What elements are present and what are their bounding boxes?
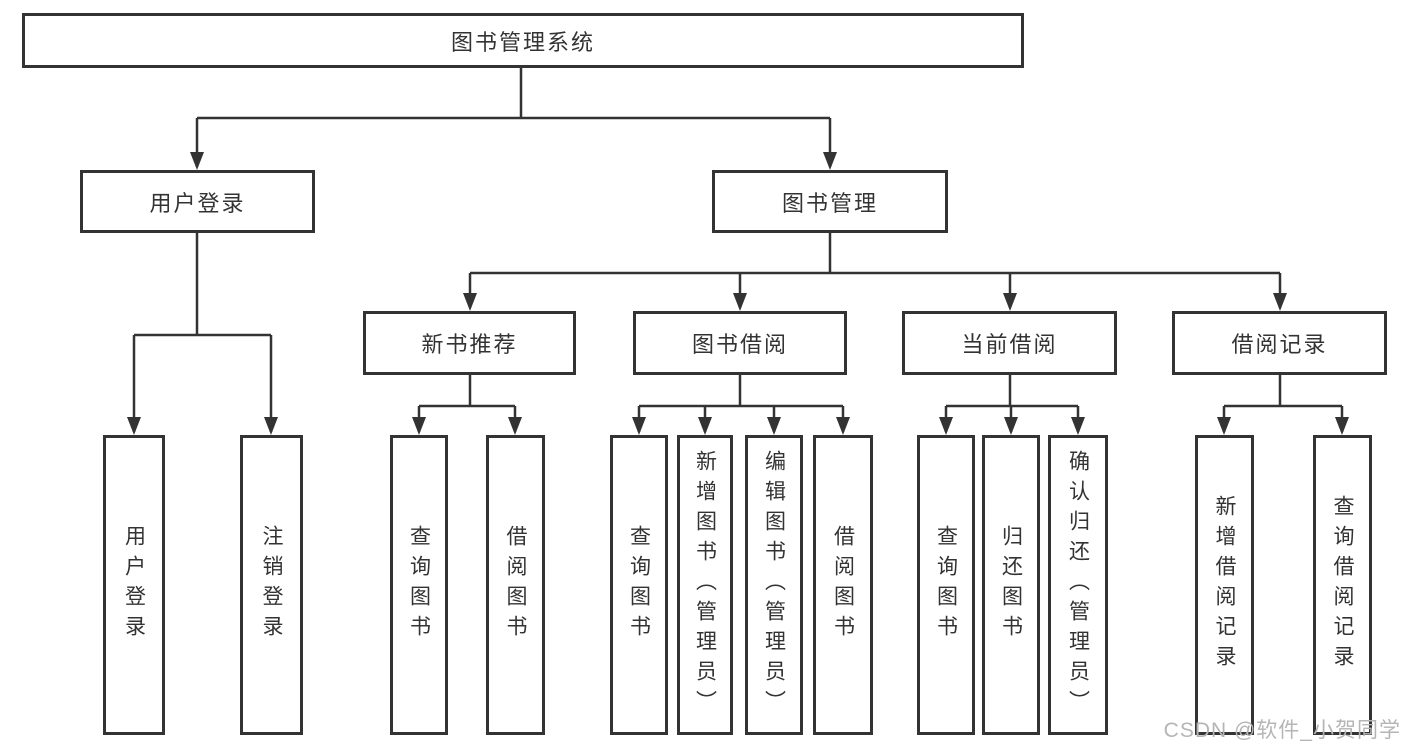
leaf-add-books-admin: 新增图书（管理员）: [677, 435, 733, 735]
node-book-management: 图书管理: [712, 170, 948, 233]
node-label: 借阅图书: [504, 525, 527, 645]
node-label: 编辑图书（管理员）: [762, 450, 786, 720]
node-new-book-recommend: 新书推荐: [363, 311, 576, 375]
node-user-login: 用户登录: [80, 170, 315, 233]
node-label: 查询图书: [407, 525, 431, 645]
node-label: 用户登录: [122, 525, 146, 645]
node-system-root: 图书管理系统: [22, 13, 1024, 68]
node-label: 归还图书: [999, 525, 1023, 645]
node-book-borrow: 图书借阅: [633, 311, 847, 375]
leaf-confirm-return-admin: 确认归还（管理员）: [1048, 435, 1108, 735]
node-label: 借阅记录: [1231, 332, 1328, 357]
node-label: 用户登录: [149, 190, 246, 216]
leaf-query-borrow-record: 查询借阅记录: [1313, 435, 1372, 735]
leaf-borrow-books-recommend: 借阅图书: [486, 435, 545, 735]
node-label: 借阅图书: [831, 525, 855, 645]
leaf-borrow-books: 借阅图书: [813, 435, 873, 735]
node-label: 图书借阅: [691, 332, 788, 357]
leaf-logout: 注销登录: [240, 435, 303, 735]
node-label: 注销登录: [260, 525, 283, 645]
leaf-user-login: 用户登录: [103, 435, 165, 735]
leaf-return-books: 归还图书: [982, 435, 1040, 735]
node-borrow-records: 借阅记录: [1172, 311, 1387, 375]
node-label: 当前借阅: [961, 332, 1058, 357]
leaf-query-books-current: 查询图书: [917, 435, 975, 735]
leaf-add-borrow-record: 新增借阅记录: [1195, 435, 1254, 735]
leaf-edit-books-admin: 编辑图书（管理员）: [745, 435, 803, 735]
node-label: 新书推荐: [421, 332, 518, 357]
node-label: 查询借阅记录: [1331, 495, 1354, 675]
node-label: 查询图书: [934, 525, 958, 645]
node-current-borrow: 当前借阅: [902, 311, 1117, 375]
node-label: 确认归还（管理员）: [1066, 450, 1090, 720]
node-label: 图书管理: [781, 190, 878, 216]
node-label: 新增图书（管理员）: [693, 450, 717, 720]
leaf-query-books-borrow: 查询图书: [610, 435, 668, 735]
csdn-watermark: CSDN @软件_小贺同学: [1163, 719, 1401, 742]
leaf-query-books-recommend: 查询图书: [390, 435, 448, 735]
node-label: 查询图书: [627, 525, 651, 645]
node-label: 新增借阅记录: [1213, 495, 1236, 675]
node-label: 图书管理系统: [450, 29, 595, 55]
